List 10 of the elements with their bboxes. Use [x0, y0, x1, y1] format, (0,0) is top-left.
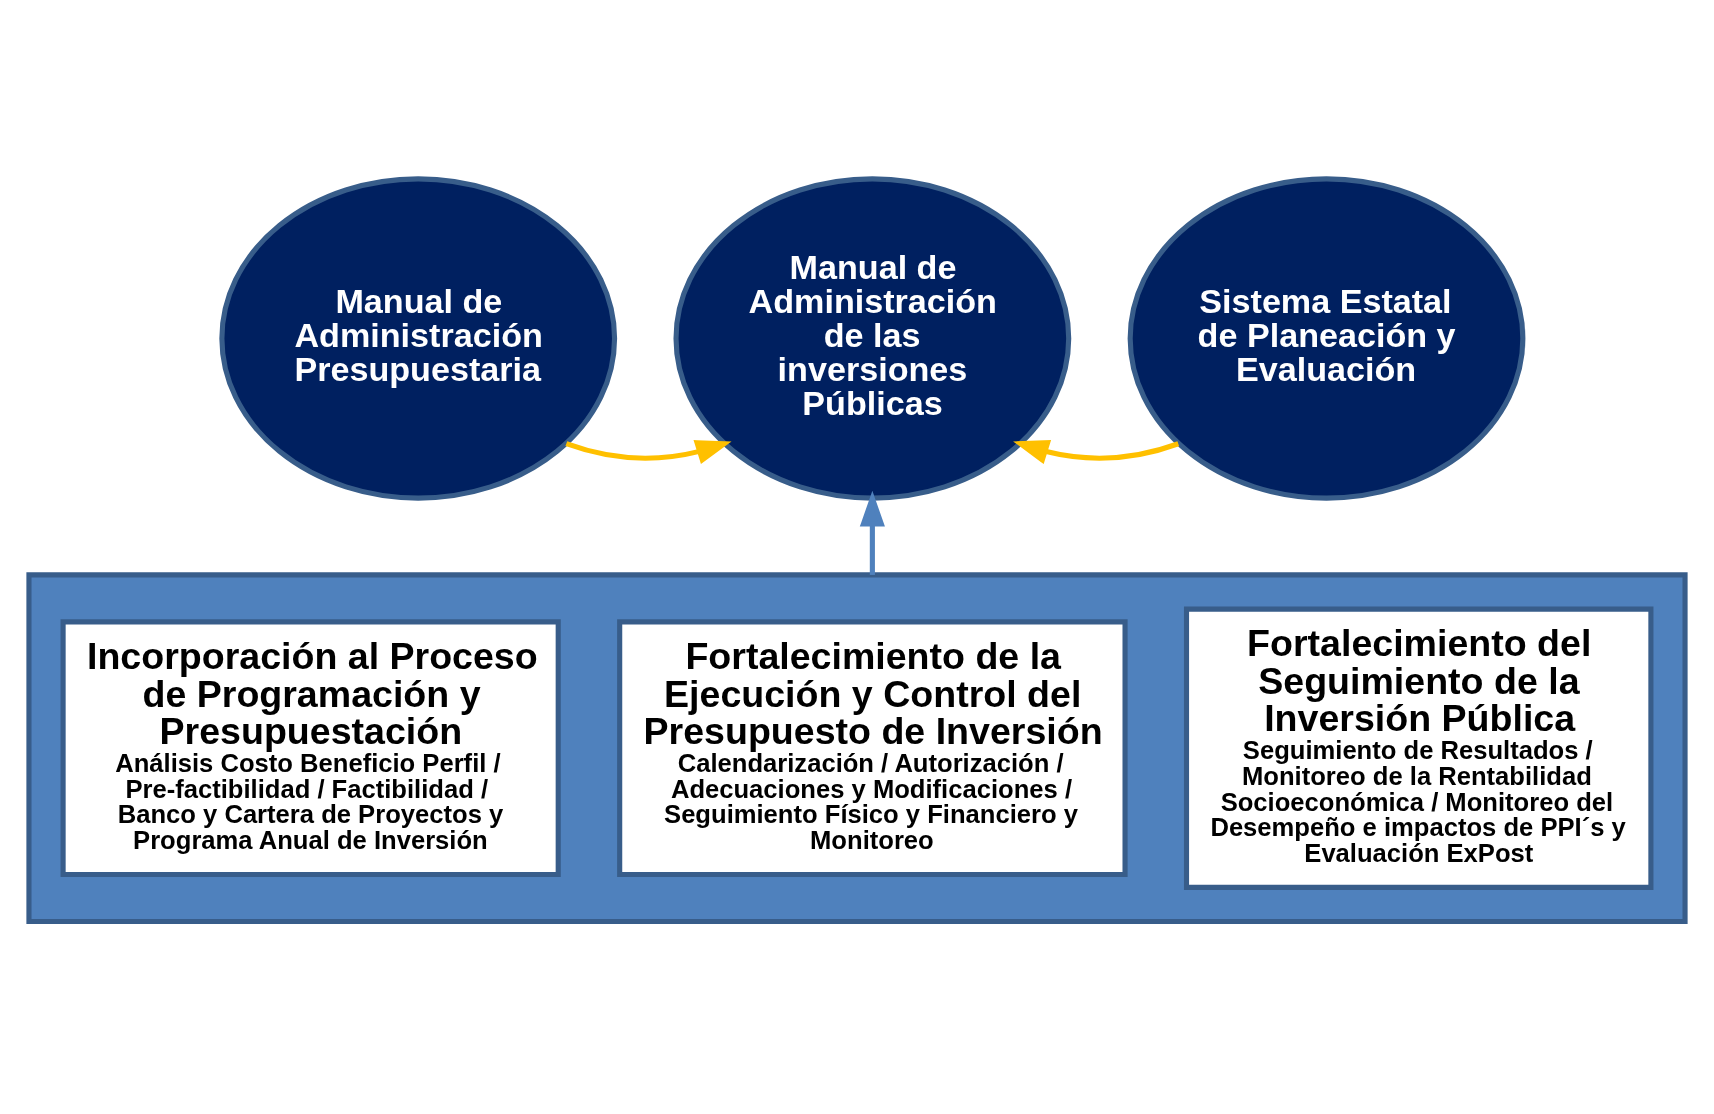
node-box: Fortalecimiento del Seguimiento de la Inversión Pública Seguimiento de Resultados / Monitoreo de la Rentabilidad Socioeconómica / Monitoreo del Desempeño e impactos de PPI´s y Evaluación ExPost [1183, 606, 1654, 890]
cluster [26, 572, 1688, 925]
node-ellipse: Sistema Estatal de Planeación y Evaluación [1127, 176, 1526, 501]
arrow [859, 490, 885, 575]
node-box: Fortalecimiento de la Ejecución y Control del Presupuesto de Inversión Calendarización / Autorización / Adecuaciones y Modificaciones / Seguimiento Físico y Financiero y Monitoreo [617, 619, 1128, 878]
node-ellipse: Manual de Administración Presupuestaria [219, 176, 618, 501]
arrow [1013, 440, 1180, 465]
node-box: Incorporación al Proceso de Programación y Presupuestación Análisis Costo Beneficio Perfil / Pre-factibilidad / Factibilidad / Banco y Cartera de Proyectos y Programa Anual de Inversión [60, 619, 561, 878]
node-ellipse: Manual de Administración de las inversiones Públicas [673, 176, 1072, 501]
arrow [565, 440, 732, 465]
